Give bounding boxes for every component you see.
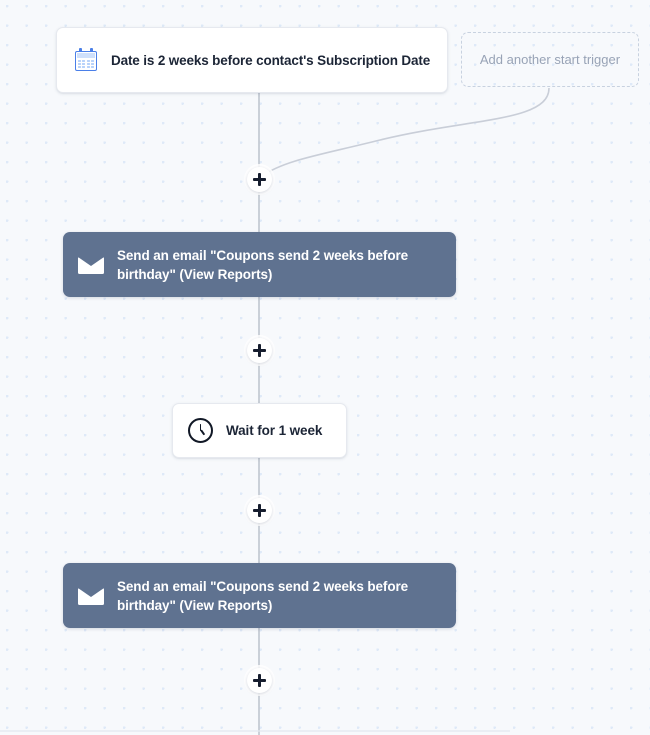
add-step-button-4[interactable] [247,668,272,693]
add-step-button-3[interactable] [247,498,272,523]
plus-icon [258,173,261,186]
plus-icon [258,344,261,357]
add-step-button-1[interactable] [247,167,272,192]
wait-delay-label: Wait for 1 week [226,423,323,438]
envelope-icon [78,586,104,606]
clock-icon [188,418,213,443]
send-email-action-node-1[interactable]: Send an email "Coupons send 2 weeks befo… [63,232,456,297]
envelope-icon [78,255,104,275]
plus-icon [258,674,261,687]
send-email-action-node-2[interactable]: Send an email "Coupons send 2 weeks befo… [63,563,456,628]
calendar-icon [74,48,98,72]
start-trigger-node[interactable]: Date is 2 weeks before contact's Subscri… [56,27,448,93]
wait-delay-node[interactable]: Wait for 1 week [172,403,347,458]
send-email-action-label: Send an email "Coupons send 2 weeks befo… [117,578,409,613]
plus-icon [258,504,261,517]
add-step-button-2[interactable] [247,338,272,363]
send-email-action-label: Send an email "Coupons send 2 weeks befo… [117,247,409,282]
start-trigger-label: Date is 2 weeks before contact's Subscri… [111,52,431,68]
add-another-start-trigger-label: Add another start trigger [479,52,621,67]
add-another-start-trigger-button[interactable]: Add another start trigger [461,32,639,87]
